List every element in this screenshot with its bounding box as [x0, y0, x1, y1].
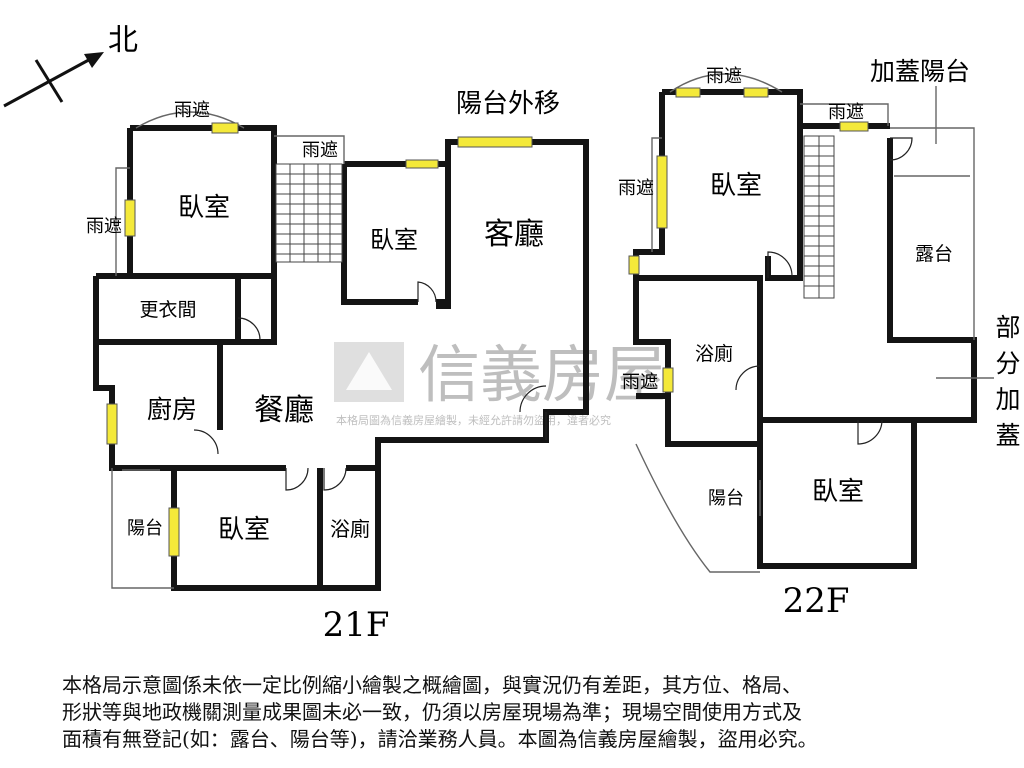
compass-north-label: 北 [108, 23, 138, 58]
21f-window-bedroom-left [124, 199, 136, 237]
22f-bedroom-top-door [767, 251, 793, 278]
21f-canopy-center-outline [274, 135, 345, 164]
22f-terrace-door [889, 137, 913, 161]
21f-bedroom-bottom-label: 臥室 [218, 515, 270, 545]
floor-21f-label: 21F [323, 605, 390, 645]
22f-canopy-right-outline [800, 103, 889, 126]
22f-canopy-left-label: 雨遮 [618, 178, 654, 199]
22f-window-right [839, 121, 869, 132]
22f-balcony-label: 陽台 [708, 488, 744, 509]
21f-window-center-bedroom [405, 159, 439, 169]
compass-cross-bar [34, 59, 64, 103]
22f-bath-wall [633, 278, 760, 447]
22f-window-top-2 [743, 87, 769, 98]
21f-kitchen-door [193, 429, 219, 455]
22f-partial-addition-char-4: 蓋 [995, 421, 1020, 450]
22f-bath-door [735, 365, 761, 391]
22f-partial-addition-char-2: 分 [995, 349, 1020, 378]
21f-canopy-top-left-label: 雨遮 [174, 100, 210, 121]
21f-living-room-label: 客廳 [484, 217, 544, 252]
22f-window-small [628, 255, 640, 275]
21f-canopy-left-label: 雨遮 [86, 216, 122, 237]
21f-canopy-left-outline [115, 167, 130, 276]
21f-entrance-door [519, 385, 547, 440]
22f-bedroom-bottom-label: 臥室 [812, 477, 864, 507]
21f-balcony-moved-note: 陽台外移 [456, 89, 560, 119]
21f-window-kitchen [106, 403, 118, 445]
21f-canopy-arc [135, 111, 245, 129]
21f-dining-room-label: 餐廳 [254, 393, 314, 428]
21f-bath-door [323, 467, 347, 491]
22f-balcony-curve [635, 443, 760, 573]
22f-added-balcony-note: 加蓋陽台 [870, 57, 970, 86]
22f-canopy-top-label: 雨遮 [706, 66, 742, 87]
22f-right-wall [633, 92, 977, 423]
21f-outer-wall [93, 125, 589, 591]
21f-window-bedroom-top [211, 122, 239, 134]
22f-window-top-1 [675, 87, 701, 98]
21f-balcony-outline [111, 468, 174, 589]
22f-canopy-left-outline [651, 137, 662, 252]
22f-canopy-top-arc [669, 73, 783, 93]
22f-canopy-right-label: 雨遮 [828, 102, 864, 123]
21f-balcony-label: 陽台 [127, 518, 163, 539]
22f-bedroom-top-label: 臥室 [710, 171, 762, 201]
22f-window-left [656, 155, 668, 229]
floor-21f: 臥室 臥室 客廳 更衣間 廚房 餐廳 臥室 浴廁 陽台 雨遮 雨遮 雨遮 陽台外… [86, 89, 589, 645]
compass-arrow-head [84, 52, 104, 68]
disclaimer-text: 本格局示意圖係未依一定比例縮小繪製之概繪圖，與實況仍有差距，其方位、格局、 形狀… [62, 673, 818, 751]
22f-stairs [803, 135, 835, 299]
watermark: 信義房屋 本格局圖為信義房屋繪製，未經允許請勿盜用，違者必究 [334, 338, 666, 427]
22f-partial-addition-char-3: 加 [995, 385, 1020, 414]
21f-window-balcony [168, 507, 180, 557]
compass: 北 [3, 23, 138, 108]
22f-window-bath [662, 367, 674, 393]
21f-bedroom-top-left-label: 臥室 [178, 193, 230, 223]
watermark-notice: 本格局圖為信義房屋繪製，未經允許請勿盜用，違者必究 [336, 413, 611, 427]
21f-bedroom-door [285, 467, 309, 491]
22f-canopy-lower-label: 雨遮 [622, 372, 658, 393]
floor-22f-label: 22F [783, 581, 850, 621]
22f-added-balcony-outline [890, 127, 975, 340]
21f-window-living [457, 136, 533, 148]
21f-closet-door [237, 317, 261, 341]
21f-bedroom-center-label: 臥室 [370, 226, 418, 254]
watermark-logo-roof [346, 352, 392, 390]
21f-canopy-center-label: 雨遮 [302, 140, 338, 161]
22f-bathroom-label: 浴廁 [695, 342, 733, 365]
21f-bathroom-label: 浴廁 [330, 517, 370, 541]
21f-stairs [275, 163, 343, 263]
21f-center-bedroom-door [417, 281, 437, 303]
watermark-brand: 信義房屋 [418, 338, 666, 411]
22f-terrace-label: 露台 [915, 243, 953, 265]
21f-closet-label: 更衣間 [139, 299, 196, 321]
floor-22f: 臥室 臥室 浴廁 露台 陽台 雨遮 雨遮 雨遮 雨遮 加蓋陽台 部 分 加 蓋 … [618, 57, 1021, 621]
21f-kitchen-label: 廚房 [147, 395, 197, 424]
22f-bedroom-bottom-door [857, 419, 883, 445]
22f-partial-addition-char-1: 部 [995, 313, 1020, 342]
